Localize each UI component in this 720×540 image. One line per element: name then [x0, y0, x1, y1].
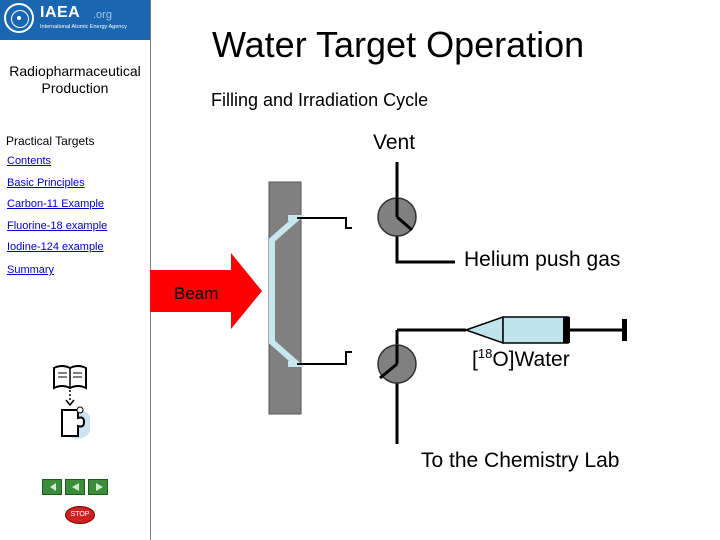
stop-button[interactable]: STOP — [65, 506, 95, 524]
water-channel — [269, 215, 305, 367]
water-bracket: [ — [472, 348, 478, 371]
syringe-handle — [622, 319, 627, 341]
next-slide-button[interactable] — [88, 479, 108, 495]
beam-arrow — [150, 253, 262, 329]
nav-basic-principles[interactable]: Basic Principles — [7, 177, 85, 189]
iaea-emblem-icon — [4, 3, 34, 33]
vent-label: Vent — [373, 131, 416, 154]
syringe-tip — [463, 315, 504, 345]
water-name: O]Water — [492, 348, 570, 371]
helium-label: Helium push gas — [464, 248, 621, 271]
syringe-barrel — [502, 316, 569, 344]
first-slide-button[interactable] — [42, 479, 62, 495]
syringe-plunger — [563, 317, 570, 343]
nav-fluorine-18-example[interactable]: Fluorine-18 example — [7, 220, 108, 232]
nav-carbon-11-example[interactable]: Carbon-11 Example — [7, 198, 105, 210]
sidebar: IAEA .org International Atomic Energy Ag… — [0, 0, 151, 540]
section-title: Practical Targets — [6, 134, 95, 148]
logo-org: .org — [93, 9, 112, 21]
nav-contents[interactable]: Contents — [7, 155, 52, 167]
chemistry-lab-label: To the Chemistry Lab — [421, 449, 620, 472]
course-subtitle: Radiopharmaceutical Production — [9, 63, 141, 96]
water-label: [18O]Water — [472, 346, 570, 372]
previous-slide-button[interactable] — [65, 479, 85, 495]
water-isotope: 18 — [477, 346, 493, 361]
logo-subtitle: International Atomic Energy Agency — [40, 24, 127, 30]
slide-title: Water Target Operation — [212, 24, 585, 65]
book-and-puzzle-icon — [53, 365, 90, 439]
slide-subtitle: Filling and Irradiation Cycle — [211, 90, 429, 110]
nav-iodine-124-example[interactable]: Iodine-124 example — [7, 241, 104, 253]
helium-line — [395, 236, 455, 264]
lower-link-line — [297, 351, 352, 365]
logo-name: IAEA — [40, 4, 81, 21]
iaea-logo: IAEA .org International Atomic Energy Ag… — [0, 0, 150, 40]
upper-link-line — [297, 217, 352, 229]
nav-summary[interactable]: Summary — [7, 264, 55, 276]
beam-label: Beam — [174, 284, 219, 303]
